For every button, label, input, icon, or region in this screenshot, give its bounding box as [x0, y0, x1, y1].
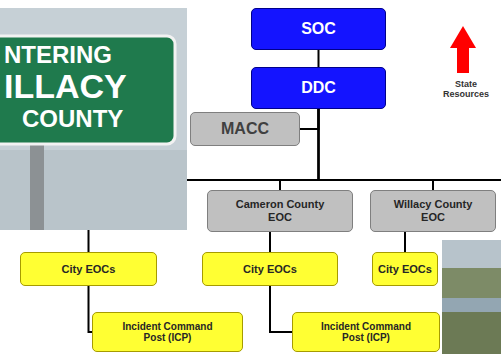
sign-photo — [0, 8, 187, 230]
county-eoc-box: Cameron County EOC — [207, 190, 353, 232]
state-center-box: SOC — [251, 8, 386, 50]
coordination-box: MACC — [190, 112, 300, 146]
node-text: City EOCs — [62, 263, 116, 276]
connector-line — [270, 286, 292, 332]
node-text: Willacy County EOC — [383, 198, 483, 223]
photo-field — [442, 312, 501, 354]
aerial-photo — [442, 240, 501, 354]
connector-line — [318, 50, 320, 67]
node-text: Incident Command Post (ICP) — [311, 321, 421, 344]
city-eoc-box: City EOCs — [20, 252, 157, 286]
node-text: DDC — [301, 79, 336, 97]
connector-line — [269, 232, 271, 252]
connector-line — [404, 232, 406, 252]
district-center-box: DDC — [251, 67, 386, 109]
arrow-shaft — [457, 47, 469, 73]
command-post-box: Incident Command Post (ICP) — [292, 312, 440, 352]
connector-line — [319, 109, 434, 190]
node-text: SOC — [301, 20, 336, 38]
node-text: City EOCs — [243, 263, 297, 276]
sky-lower — [0, 150, 187, 230]
sign-text: COUNTY — [22, 106, 123, 132]
photo-sky — [442, 240, 501, 354]
arrow-head — [450, 26, 476, 48]
arrow-label: State Resources — [438, 80, 494, 100]
command-post-box: Incident Command Post (ICP) — [92, 312, 243, 352]
county-eoc-box: Willacy County EOC — [370, 190, 496, 232]
photo-land — [442, 268, 501, 298]
node-text: Cameron County EOC — [230, 198, 330, 223]
sign-text: NTERING — [4, 42, 112, 68]
road-sign — [0, 36, 175, 144]
sign-post — [30, 140, 44, 230]
city-eoc-box: City EOCs — [202, 252, 338, 286]
node-text: Incident Command Post (ICP) — [113, 321, 223, 344]
photo-water — [442, 298, 501, 312]
sign-text: ILLACY — [4, 68, 127, 105]
node-text: MACC — [221, 120, 269, 138]
node-text: City EOCs — [378, 263, 432, 276]
connector-line — [300, 109, 319, 129]
state-arrow — [450, 26, 476, 73]
city-eoc-box: City EOCs — [372, 252, 438, 286]
